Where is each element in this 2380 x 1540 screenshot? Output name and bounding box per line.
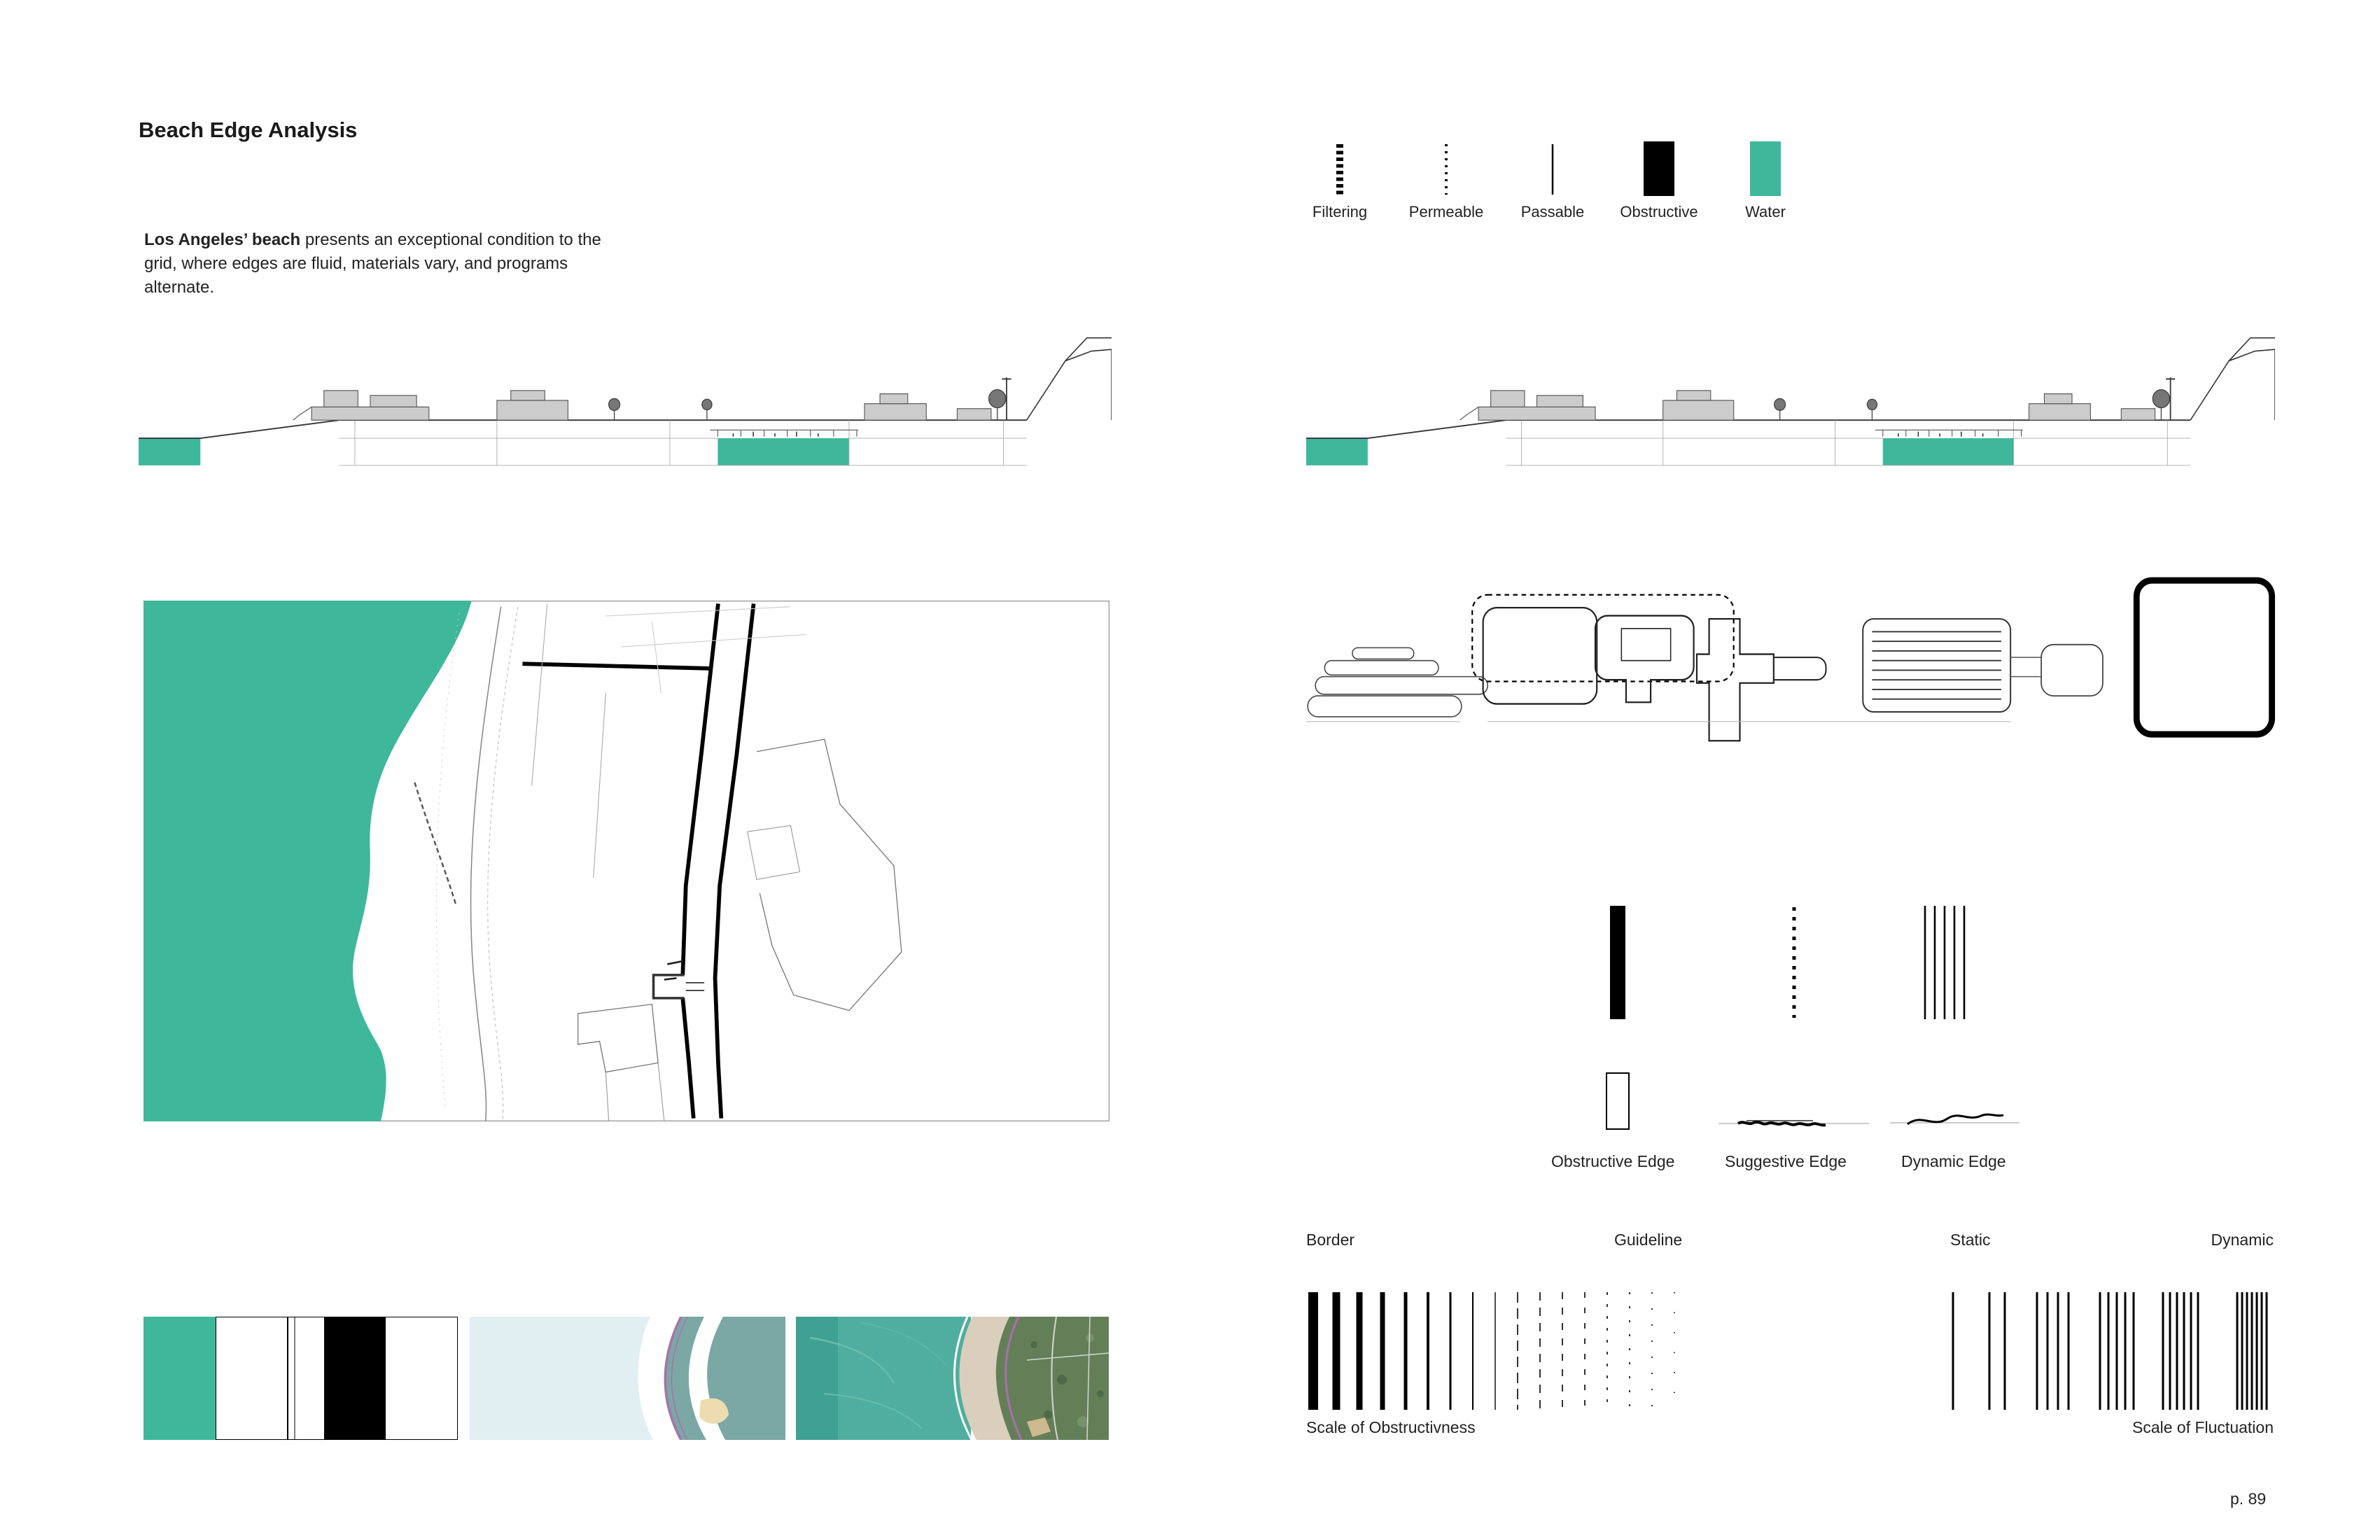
filtering-symbol-icon	[1333, 139, 1347, 196]
panel-sand-patch	[699, 1398, 729, 1424]
legend-item-water: Water	[1712, 139, 1819, 221]
legend-label-filtering: Filtering	[1312, 203, 1368, 220]
panel-pale-water	[470, 1317, 653, 1440]
map-boardwalk-east-edge	[713, 603, 756, 1119]
passable-symbol-icon	[1550, 139, 1555, 196]
legend-label-obstructive: Obstructive	[1620, 203, 1698, 220]
fluctuation-scale-left-label: Static	[1950, 1231, 1991, 1249]
beach-section-drawing-right	[1306, 337, 2275, 466]
diagram-hatched-block	[1862, 618, 2012, 713]
diagram-solid-blocks	[1482, 606, 1695, 705]
diagram-step-shape	[1695, 618, 1774, 742]
suggestive-edge-label: Suggestive Edge	[1725, 1152, 1847, 1170]
aerial-photo-panel	[796, 1317, 1109, 1440]
map-boardwalk-west-edge	[680, 603, 720, 1119]
diagram-map-panel	[470, 1317, 785, 1440]
legend-item-filtering: Filtering	[1287, 139, 1393, 221]
obstructiveness-scale-bars	[1308, 1292, 1675, 1410]
page-number: p. 89	[2230, 1490, 2267, 1508]
beach-section-drawing-left	[139, 337, 1112, 466]
obstructive-symbol-icon	[1644, 139, 1674, 196]
obstructive-edge-bar-icon	[1610, 906, 1625, 1019]
section-buildings	[1460, 390, 2156, 421]
beach-plan-map	[144, 601, 1110, 1121]
diagram-stacked-layers	[1307, 647, 1488, 718]
fluctuation-scale-lines	[1952, 1292, 2268, 1410]
legend-item-obstructive: Obstructive	[1606, 139, 1712, 221]
map-ocean-water	[144, 601, 472, 1121]
section-cliff	[2190, 337, 2275, 421]
section-trees	[1774, 389, 2171, 421]
legend-item-passable: Passable	[1499, 139, 1606, 221]
aerial-purple-path	[1004, 1317, 1023, 1440]
legend-label-permeable: Permeable	[1408, 203, 1484, 220]
suggestive-edge-mini-icon	[1718, 1120, 1869, 1127]
map-harbor-outline	[578, 1003, 659, 1073]
suggestive-edge-dotted-icon	[1792, 907, 1796, 1018]
obstructiveness-scale-right-label: Guideline	[1614, 1231, 1683, 1249]
section-pool-water	[1882, 438, 2014, 465]
map-parcel-outline	[756, 738, 902, 1011]
panel-obstructive-block	[324, 1317, 386, 1440]
water-symbol-swatch	[1750, 139, 1781, 196]
section-light-pole	[1002, 377, 1011, 421]
diagram-dashed-enclosure	[1471, 594, 1735, 682]
section-trees	[608, 389, 1007, 421]
fluctuation-scale-right-label: Dynamic	[2211, 1231, 2274, 1249]
panel-land-band	[664, 1317, 785, 1440]
obstructive-edge-label: Obstructive Edge	[1551, 1152, 1675, 1170]
legend-label-passable: Passable	[1520, 203, 1585, 220]
panel-water-block	[144, 1317, 216, 1440]
abstract-edge-panel	[144, 1317, 458, 1440]
map-bold-street	[522, 662, 709, 671]
map-bike-path	[470, 606, 502, 1121]
dynamic-edge-label: Dynamic Edge	[1901, 1152, 2006, 1170]
legend-label-water: Water	[1745, 203, 1786, 220]
section-light-pole	[2166, 377, 2176, 421]
edge-condition-diagram	[1306, 577, 2275, 742]
section-buildings	[293, 390, 992, 421]
section-ocean-water	[139, 438, 201, 465]
section-cliff	[1026, 337, 1112, 421]
obstructive-edge-mini-icon	[1606, 1072, 1630, 1130]
dynamic-edge-lines-icon	[1924, 906, 1966, 1019]
page-title: Beach Edge Analysis	[139, 118, 358, 142]
section-ocean-water	[1306, 438, 1368, 465]
obstructiveness-scale-caption: Scale of Obstructivness	[1306, 1418, 1476, 1436]
materials-legend: Filtering Permeable Passable Obstructive…	[1287, 139, 1819, 221]
diagram-bold-block	[2133, 577, 2275, 738]
panel-purple-edge	[664, 1317, 682, 1440]
dynamic-edge-mini-icon	[1890, 1113, 2019, 1126]
intro-rest-text: presents an exceptional condition to the…	[144, 230, 601, 297]
obstructiveness-scale-left-label: Border	[1306, 1231, 1355, 1249]
aerial-surf-line	[953, 1317, 973, 1440]
fluctuation-scale-caption: Scale of Fluctuation	[2132, 1418, 2274, 1436]
intro-paragraph: Los Angeles’ beach presents an exception…	[144, 228, 627, 300]
legend-item-permeable: Permeable	[1393, 139, 1499, 221]
intro-bold-text: Los Angeles’ beach	[144, 230, 301, 249]
section-pool-water	[718, 438, 849, 465]
map-connector-notch	[652, 974, 685, 1000]
permeable-symbol-icon	[1443, 139, 1450, 196]
